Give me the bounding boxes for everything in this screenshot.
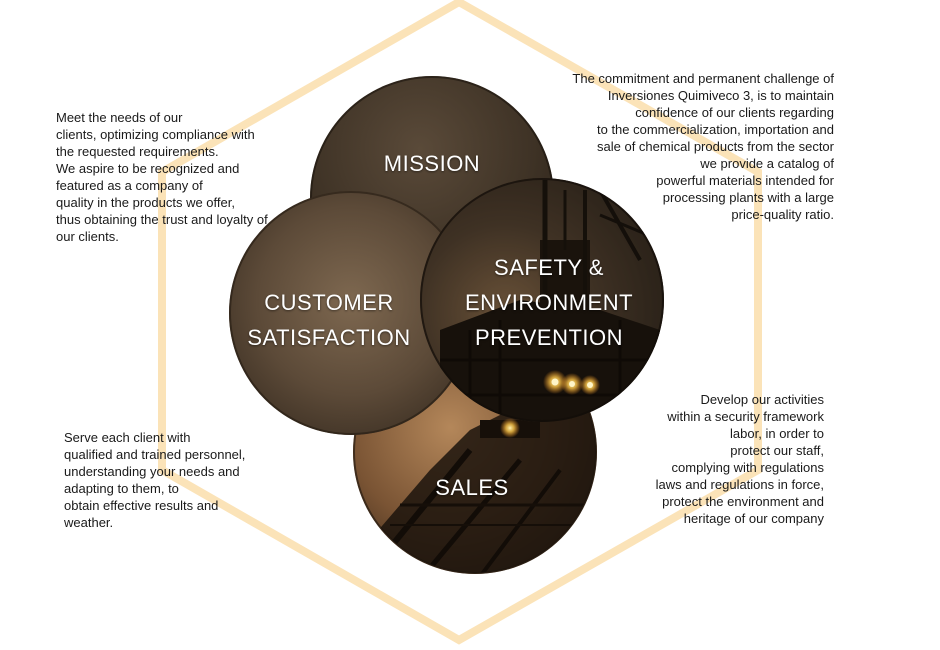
safety-environment-prevention-label: SAFETY & ENVIRONMENT PREVENTION bbox=[464, 255, 634, 350]
mission-label: MISSION bbox=[383, 151, 481, 176]
hexagon-outline bbox=[158, 0, 762, 645]
safety-description: Develop our activities within a security… bbox=[655, 392, 824, 526]
sales-label: SALES bbox=[435, 475, 509, 500]
customer-satisfaction-description: Meet the needs of our clients, optimizin… bbox=[56, 110, 268, 244]
sales-description: Serve each client with qualified and tra… bbox=[64, 430, 246, 530]
safety-circle bbox=[420, 178, 664, 422]
industrial-silhouette-bottom bbox=[360, 390, 596, 573]
customer-satisfaction-label: CUSTOMER SATISFACTION bbox=[247, 290, 411, 350]
mission-description: The commitment and permanent challenge o… bbox=[572, 71, 834, 222]
